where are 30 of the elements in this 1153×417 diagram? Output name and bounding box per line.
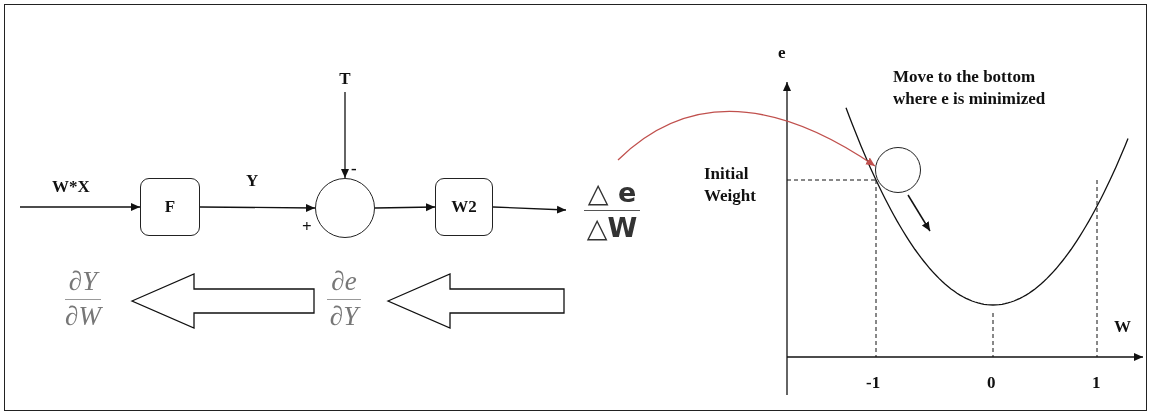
numerator: △ e — [583, 175, 641, 211]
annotation-text: Initial Weight — [704, 163, 757, 208]
process-box: W2 — [435, 178, 493, 236]
edge-label: Y — [246, 170, 259, 192]
sign-label: - — [351, 158, 357, 180]
hollow-arrow — [130, 273, 315, 329]
arrow — [617, 110, 876, 167]
axis-label: W — [1114, 316, 1131, 338]
tick-label: 1 — [1092, 372, 1101, 394]
ball — [875, 147, 921, 193]
edge-label: W*X — [52, 176, 90, 198]
denominator: △W — [585, 210, 639, 245]
hollow-arrow — [386, 273, 565, 329]
process-box: F — [140, 178, 200, 236]
tick-label: 0 — [987, 372, 996, 394]
tick-label: -1 — [866, 372, 881, 394]
summing-junction — [315, 178, 375, 238]
numerator: ∂e — [327, 264, 361, 300]
arrow — [374, 203, 436, 212]
arrow — [19, 203, 141, 211]
axis-label: e — [778, 42, 786, 64]
numerator: ∂Y — [64, 264, 102, 300]
denominator: ∂W — [64, 299, 104, 333]
arrow — [199, 203, 316, 212]
annotation-text: Move to the bottom where e is minimized — [893, 66, 1047, 111]
sign-label: + — [302, 216, 312, 238]
arrow — [341, 91, 349, 179]
input-label: T — [335, 66, 355, 92]
denominator: ∂Y — [328, 299, 362, 333]
arrow — [492, 205, 567, 214]
